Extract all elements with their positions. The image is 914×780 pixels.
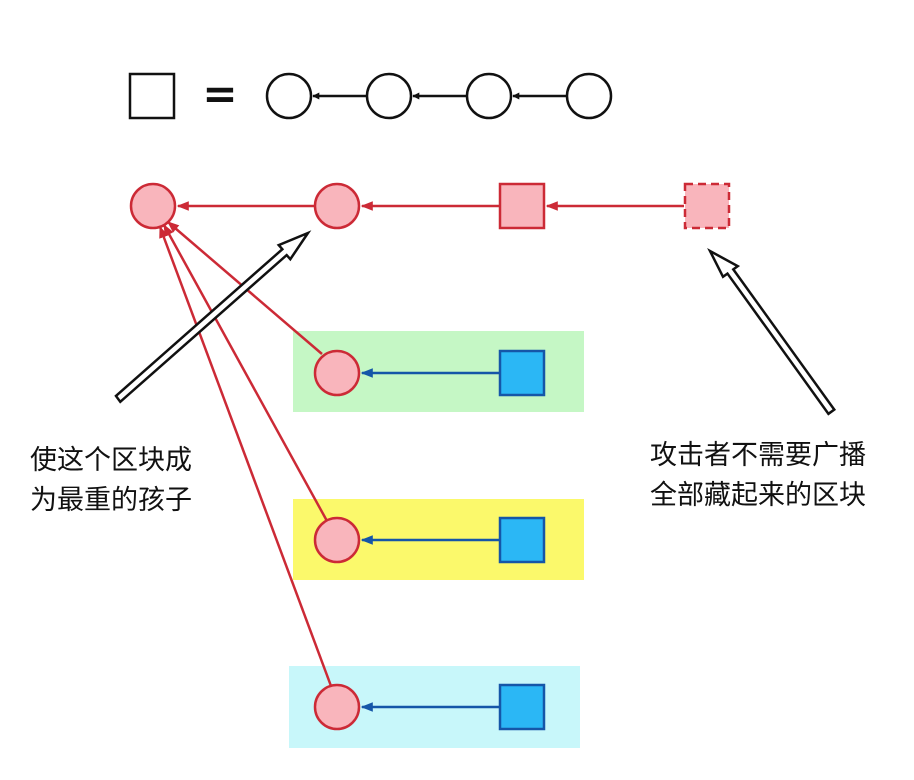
- fork-row-cyan: [313, 683, 546, 731]
- callout-arrow-left: [114, 230, 312, 404]
- fork-row-green: [313, 349, 546, 397]
- fork-link-arrow: [162, 223, 329, 522]
- withheld-block-dashed: [683, 182, 731, 230]
- legend: =: [128, 69, 613, 120]
- fork-circle: [313, 683, 361, 731]
- fork-square: [498, 516, 546, 564]
- legend-square: [128, 72, 176, 120]
- annotation-heaviest-child: 使这个区块成 为最重的孩子: [30, 441, 192, 521]
- legend-circle: [465, 72, 513, 120]
- fork-circle: [313, 349, 361, 397]
- fork-square: [498, 349, 546, 397]
- annotation-line: 全部藏起来的区块: [650, 480, 866, 511]
- annotation-line: 为最重的孩子: [30, 485, 192, 516]
- legend-equals-sign: =: [202, 69, 237, 118]
- hidden-block: [498, 182, 546, 230]
- legend-circle: [565, 72, 613, 120]
- fork-row-yellow: [313, 516, 546, 564]
- fork-square: [498, 683, 546, 731]
- annotation-line: 使这个区块成: [30, 445, 192, 476]
- legend-circle: [265, 72, 313, 120]
- heaviest-child-block: [313, 182, 361, 230]
- root-block-circle: [129, 182, 177, 230]
- callout-arrow-right: [707, 247, 837, 416]
- attacker-chain: [129, 182, 731, 230]
- fork-circle: [313, 516, 361, 564]
- fork-link-arrow: [158, 225, 333, 687]
- legend-circle: [365, 72, 413, 120]
- annotation-line: 攻击者不需要广播: [650, 440, 866, 471]
- annotation-withheld-blocks: 攻击者不需要广播 全部藏起来的区块: [650, 436, 866, 516]
